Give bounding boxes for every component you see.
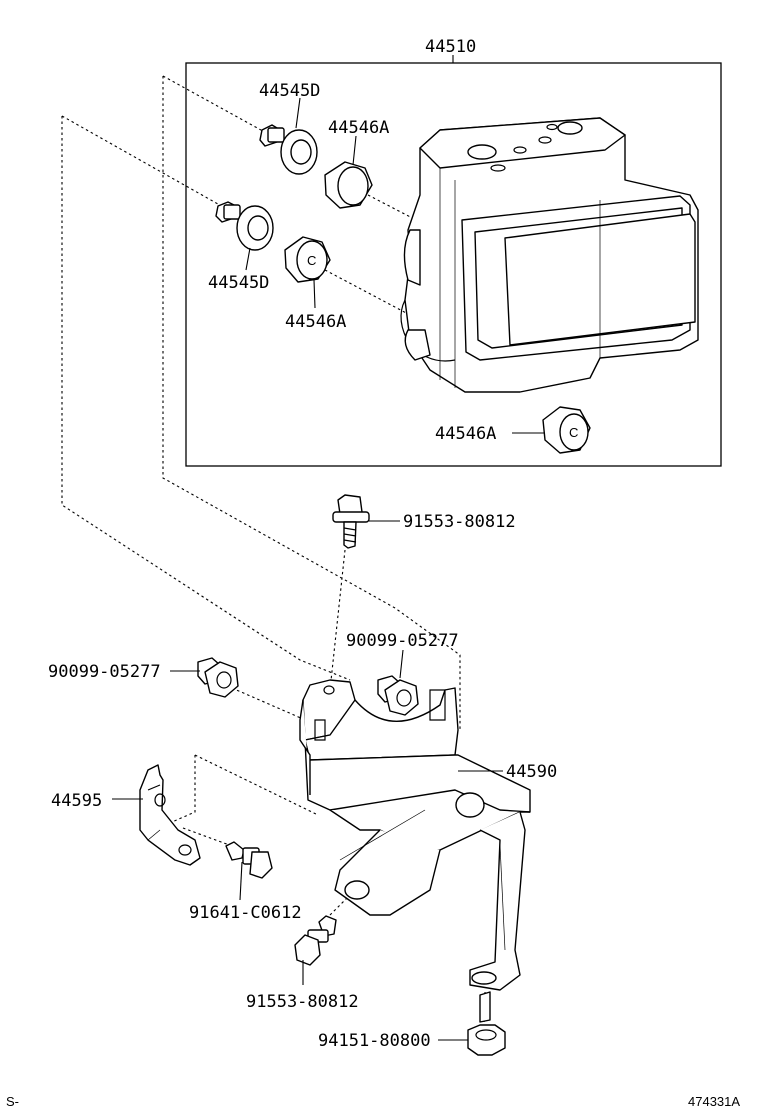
grommet-right[interactable] [377,675,419,716]
svg-text:C: C [307,253,316,268]
bolt-top[interactable] [332,494,370,549]
label-bracket: 44590 [506,762,557,782]
stopper-d-bottom[interactable] [215,201,274,251]
label-sub-bracket: 44595 [51,791,102,811]
cushion-a-top[interactable] [324,161,373,209]
label-stopper-d-top: 44545D [259,81,320,101]
stopper-d-top[interactable] [259,124,318,175]
dashed-guides [61,75,486,1026]
bolt-bottom[interactable] [294,915,337,966]
label-cushion-a-bottom: 44546A [435,424,496,444]
label-cushion-a-mid: 44546A [285,312,346,332]
footer-right-code: 474331A [688,1094,740,1109]
label-assembly: 44510 [425,37,476,57]
leader-lines [112,97,545,1041]
cushion-a-mid[interactable]: C [284,236,331,283]
actuator-unit[interactable] [400,117,699,393]
label-grommet-left: 90099-05277 [48,662,161,682]
grommet-left[interactable] [197,657,239,698]
label-stopper-d-bottom: 44545D [208,273,269,293]
label-bolt-top: 91553-80812 [403,512,516,532]
svg-text:C: C [569,425,578,440]
label-bolt-bottom: 91553-80812 [246,992,359,1012]
nut[interactable] [467,991,506,1056]
footer-left-code: S- [6,1094,19,1109]
bracket-44595[interactable] [139,764,201,866]
bracket-44590[interactable] [299,679,531,991]
label-grommet-right: 90099-05277 [346,631,459,651]
label-small-bolt: 91641-C0612 [189,903,302,923]
small-bolt[interactable] [225,841,273,879]
label-cushion-a-top: 44546A [328,118,389,138]
label-nut: 94151-80800 [318,1031,431,1051]
cushion-a-bottom[interactable]: C [542,406,591,454]
